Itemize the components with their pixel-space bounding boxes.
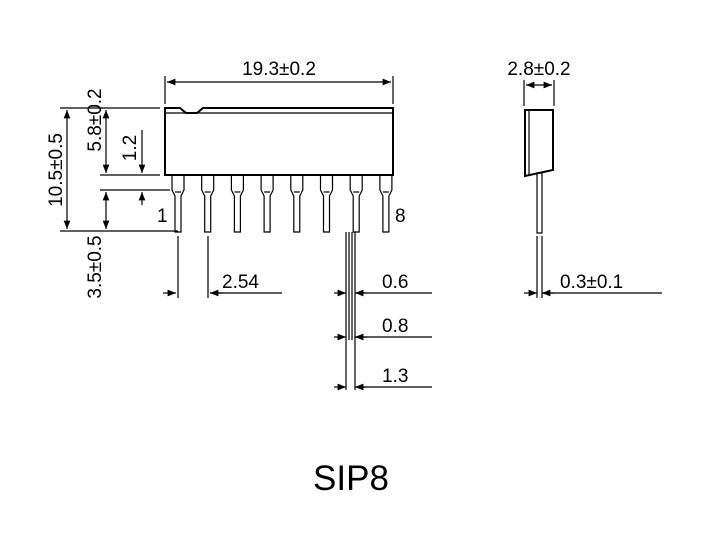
pin-8 <box>379 175 393 233</box>
pin-5 <box>290 175 304 233</box>
lead-width-dimensions: 0.6 0.8 1.3 <box>334 232 432 391</box>
pin-4 <box>260 175 274 233</box>
lead-thickness-label: 0.3±0.1 <box>560 272 623 293</box>
lead-width-mid-label: 0.8 <box>382 316 408 337</box>
pin-3 <box>230 175 244 233</box>
standoff-label: 1.2 <box>120 135 141 161</box>
lead-shoulder-label: 1.3 <box>382 366 408 387</box>
package-title: SIP8 <box>313 459 389 498</box>
pin-2 <box>201 175 215 233</box>
pin-1 <box>171 175 185 233</box>
side-view: 2.8±0.2 0.3±0.1 <box>507 59 662 298</box>
package-body <box>164 107 394 176</box>
lead-width-label: 0.6 <box>382 272 408 293</box>
pitch-dimension: 2.54 <box>163 236 282 298</box>
pin-6 <box>319 175 334 233</box>
body-thickness-label: 2.8±0.2 <box>507 59 570 80</box>
body-length-dimension: 19.3±0.2 <box>164 59 394 104</box>
pin-8-label: 8 <box>395 206 406 227</box>
pitch-label: 2.54 <box>222 272 259 293</box>
vertical-dimensions: 10.5±0.5 5.8±0.2 3.5±0.5 1.2 <box>46 88 178 299</box>
body-length-label: 19.3±0.2 <box>242 59 316 80</box>
side-body <box>524 109 554 178</box>
front-view: 1 8 <box>157 107 406 233</box>
total-height-label: 10.5±0.5 <box>46 133 67 207</box>
pin-1-label: 1 <box>157 206 168 227</box>
side-lead <box>536 172 543 234</box>
lead-length-label: 3.5±0.5 <box>85 235 106 298</box>
pin-7 <box>349 175 363 233</box>
body-height-label: 5.8±0.2 <box>85 88 106 151</box>
pins-group <box>171 175 393 233</box>
